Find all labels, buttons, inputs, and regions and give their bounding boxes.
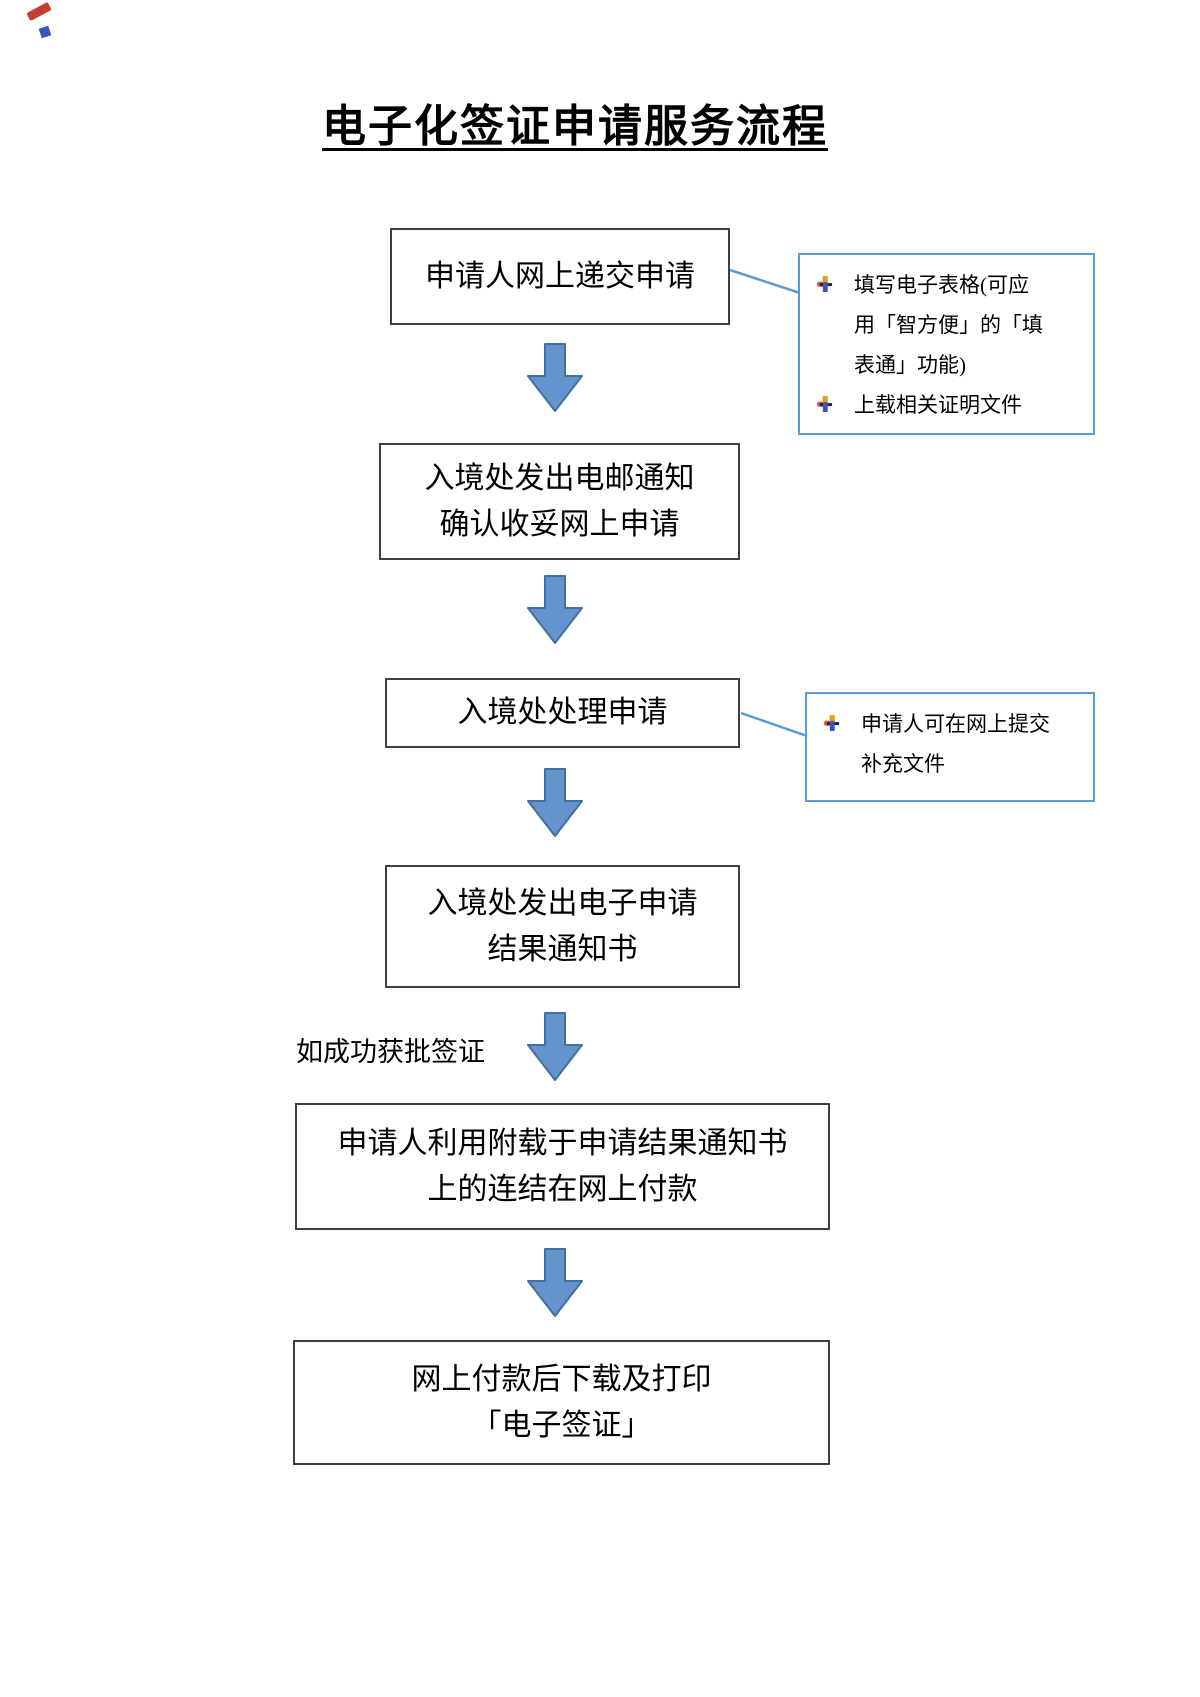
callout-item-text: 填写电子表格(可应用「智方便」的「填表通」功能): [854, 273, 1043, 377]
step-box-processing: 入境处处理申请: [385, 678, 740, 748]
decorative-blue-mark: [38, 25, 52, 39]
callout-item-text: 上载相关证明文件: [854, 393, 1022, 417]
step-text: 确认收妥网上申请: [439, 507, 680, 541]
step-text: 申请人利用附载于申请结果通知书: [337, 1126, 788, 1160]
connector-line-1: [729, 268, 801, 295]
step-text: 入境处发出电邮通知: [424, 461, 695, 495]
callout-box-supplementary-documents: 申请人可在网上提交补充文件: [805, 692, 1095, 802]
step-text: 结果通知书: [487, 932, 638, 966]
step-text: 入境处发出电子申请: [427, 886, 698, 920]
four-color-bullet-icon: [816, 395, 833, 413]
step-text: 「电子签证」: [471, 1408, 652, 1442]
step-box-result-notification: 入境处发出电子申请 结果通知书: [385, 865, 740, 988]
connector-line-2: [740, 711, 808, 738]
step-text: 入境处处理申请: [457, 696, 668, 729]
callout-item: 申请人可在网上提交补充文件: [823, 704, 1085, 784]
down-arrow-icon: [527, 768, 583, 837]
four-color-bullet-icon: [823, 714, 840, 732]
step-box-online-payment: 申请人利用附载于申请结果通知书 上的连结在网上付款: [295, 1103, 830, 1230]
decorative-corner-mark: [26, 1, 62, 49]
step-text: 上的连结在网上付款: [427, 1172, 698, 1206]
callout-item: 上载相关证明文件: [816, 385, 1085, 425]
callout-item: 填写电子表格(可应用「智方便」的「填表通」功能): [816, 265, 1085, 385]
step-box-email-acknowledgement: 入境处发出电邮通知 确认收妥网上申请: [379, 443, 740, 560]
down-arrow-icon: [527, 343, 583, 412]
down-arrow-icon: [527, 1248, 583, 1317]
down-arrow-icon: [527, 1012, 583, 1081]
callout-box-submission-notes: 填写电子表格(可应用「智方便」的「填表通」功能) 上载相关证明文件: [798, 253, 1095, 435]
callout-item-text: 申请人可在网上提交补充文件: [861, 712, 1050, 776]
down-arrow-icon: [527, 575, 583, 644]
step-text: 网上付款后下载及打印: [411, 1362, 712, 1396]
four-color-bullet-icon: [816, 275, 833, 293]
step-box-submit-application: 申请人网上递交申请: [390, 228, 730, 325]
page-title: 电子化签证申请服务流程: [322, 102, 828, 151]
branch-condition-label: 如成功获批签证: [296, 1037, 485, 1067]
decorative-red-mark: [26, 1, 52, 22]
step-text: 申请人网上递交申请: [425, 259, 695, 293]
step-box-download-print-evisa: 网上付款后下载及打印 「电子签证」: [293, 1340, 830, 1465]
